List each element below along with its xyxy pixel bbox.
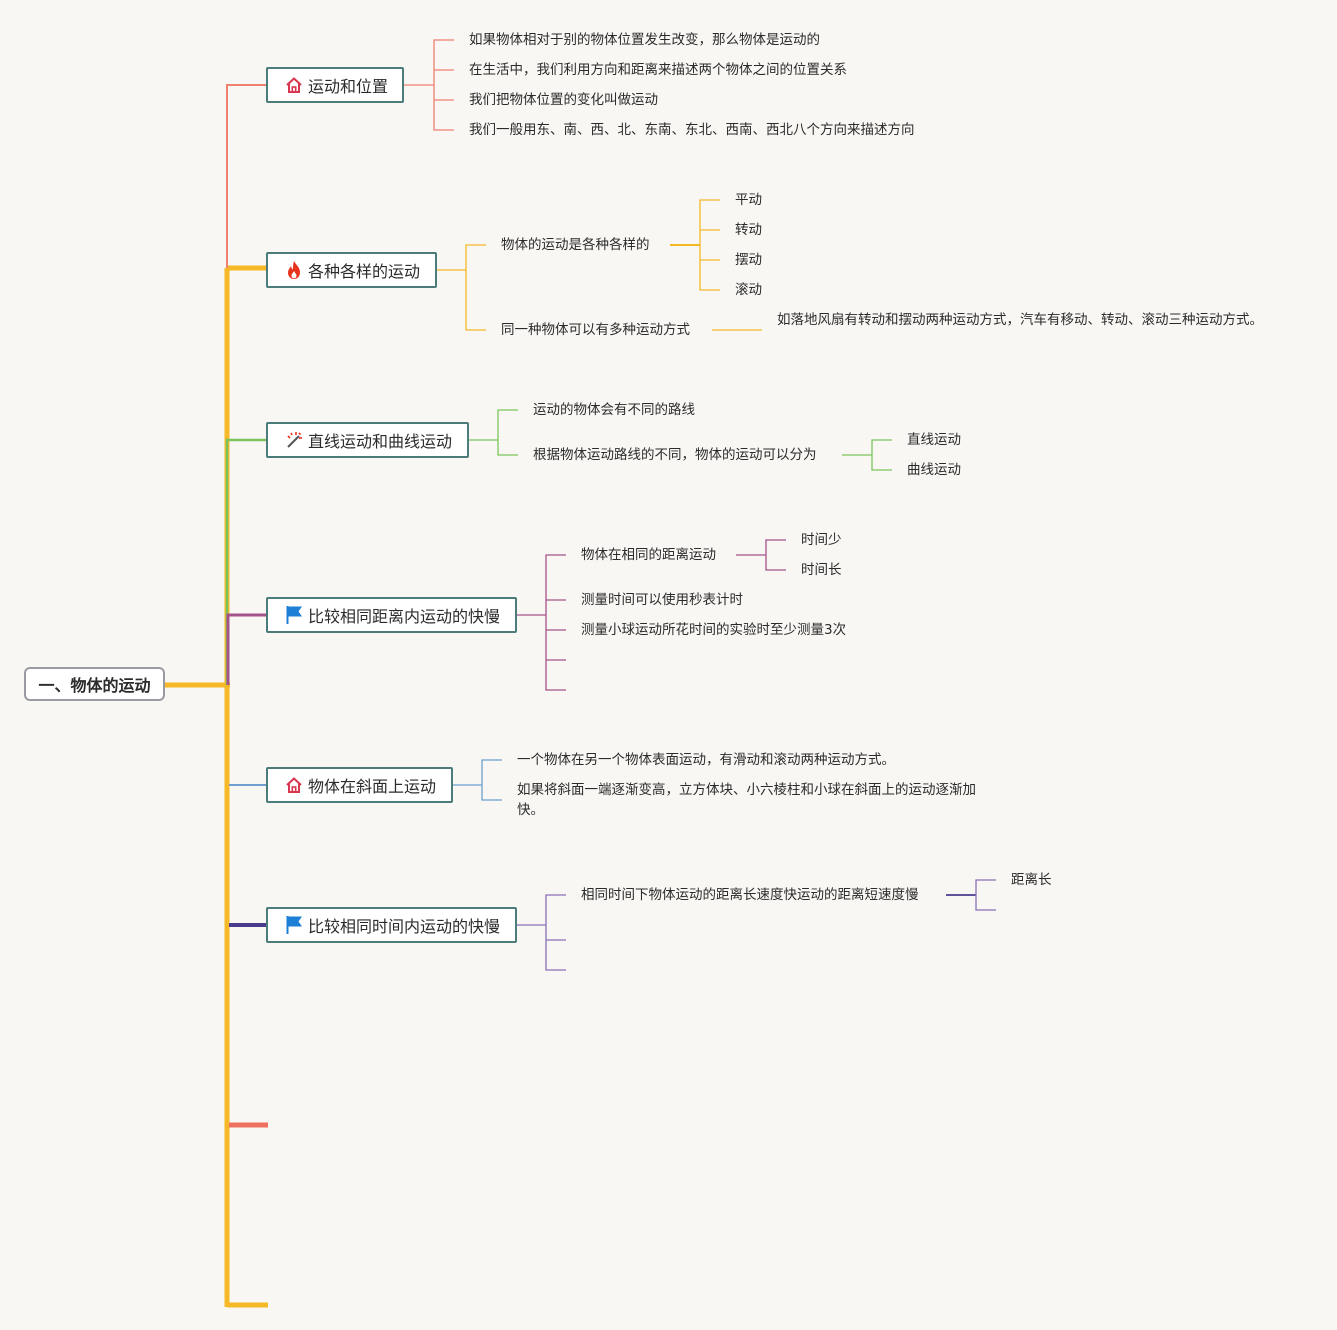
branch-compare-same-distance[interactable]: 比较相同距离内运动的快慢 <box>266 597 517 633</box>
branch-various-motions[interactable]: 各种各样的运动 <box>266 252 437 288</box>
branch-compare-same-time[interactable]: 比较相同时间内运动的快慢 <box>266 907 517 943</box>
root-node[interactable]: 一、物体的运动 <box>24 667 165 701</box>
root-label: 一、物体的运动 <box>38 676 151 695</box>
branch-1-connector <box>226 84 268 268</box>
branch-label: 比较相同距离内运动的快慢 <box>308 607 501 626</box>
leaf-text: 平动 <box>735 192 762 208</box>
leaf-text: 同一种物体可以有多种运动方式 <box>501 322 690 338</box>
branch-label: 直线运动和曲线运动 <box>308 432 453 451</box>
branch-5-children-lines <box>452 759 502 801</box>
branch-4-children-lines <box>516 539 786 691</box>
branch-motion-on-slope[interactable]: 物体在斜面上运动 <box>266 767 453 803</box>
leaf-text: 物体在相同的距离运动 <box>581 547 716 563</box>
leaf-text: 相同时间下物体运动的距离长速度快运动的距离短速度慢 <box>581 887 919 903</box>
leaf-text: 物体的运动是各种各样的 <box>501 237 650 253</box>
branch-straight-and-curved[interactable]: 直线运动和曲线运动 <box>266 422 469 458</box>
leaf-text: 距离长 <box>1011 872 1052 888</box>
branch-label: 比较相同时间内运动的快慢 <box>308 917 501 936</box>
fire-icon <box>284 260 304 280</box>
branch-label: 物体在斜面上运动 <box>308 777 437 796</box>
house-icon <box>284 775 304 795</box>
house-icon <box>284 75 304 95</box>
branch-label: 各种各样的运动 <box>308 262 421 281</box>
branch-1-children-lines <box>404 39 454 131</box>
leaf-text: 如落地风扇有转动和摆动两种运动方式，汽车有移动、转动、滚动三种运动方式。 <box>777 312 1263 328</box>
leaf-text: 我们把物体位置的变化叫做运动 <box>469 92 658 108</box>
leaf-text: 滚动 <box>735 282 762 298</box>
branch-4-connector <box>226 613 268 685</box>
leaf-text: 如果将斜面一端逐渐变高，立方体块、小六棱柱和小球在斜面上的运动逐渐加快。 <box>517 782 976 818</box>
branch-motion-and-position[interactable]: 运动和位置 <box>266 67 404 103</box>
leaf-text: 直线运动 <box>907 432 961 448</box>
magic-wand-icon <box>284 430 304 450</box>
leaf-text: 根据物体运动路线的不同，物体的运动可以分为 <box>533 447 817 463</box>
branch-3-children-lines <box>468 409 892 471</box>
flag-icon <box>284 915 304 935</box>
branch-3-connector <box>225 438 268 685</box>
leaf-text: 测量时间可以使用秒表计时 <box>581 592 743 608</box>
leaf-text: 运动的物体会有不同的路线 <box>533 402 695 418</box>
leaf-text: 我们一般用东、南、西、北、东南、东北、西南、西北八个方向来描述方向 <box>469 122 915 138</box>
leaf-text: 转动 <box>735 222 762 238</box>
leaf-text: 时间长 <box>801 562 842 578</box>
leaf-text: 摆动 <box>735 252 762 268</box>
leaf-text: 曲线运动 <box>907 462 961 478</box>
branch-6-children-lines <box>516 879 996 971</box>
branch-2-children-lines <box>436 199 762 331</box>
leaf-text: 如果物体相对于别的物体位置发生改变，那么物体是运动的 <box>469 32 820 48</box>
leaf-text: 时间少 <box>801 532 842 548</box>
flag-icon <box>284 605 304 625</box>
branch-label: 运动和位置 <box>308 77 389 96</box>
leaf-text: 在生活中，我们利用方向和距离来描述两个物体之间的位置关系 <box>469 62 847 78</box>
leaf-text: 一个物体在另一个物体表面运动，有滑动和滚动两种运动方式。 <box>517 752 895 768</box>
leaf-text: 测量小球运动所花时间的实验时至少测量3次 <box>581 622 847 638</box>
